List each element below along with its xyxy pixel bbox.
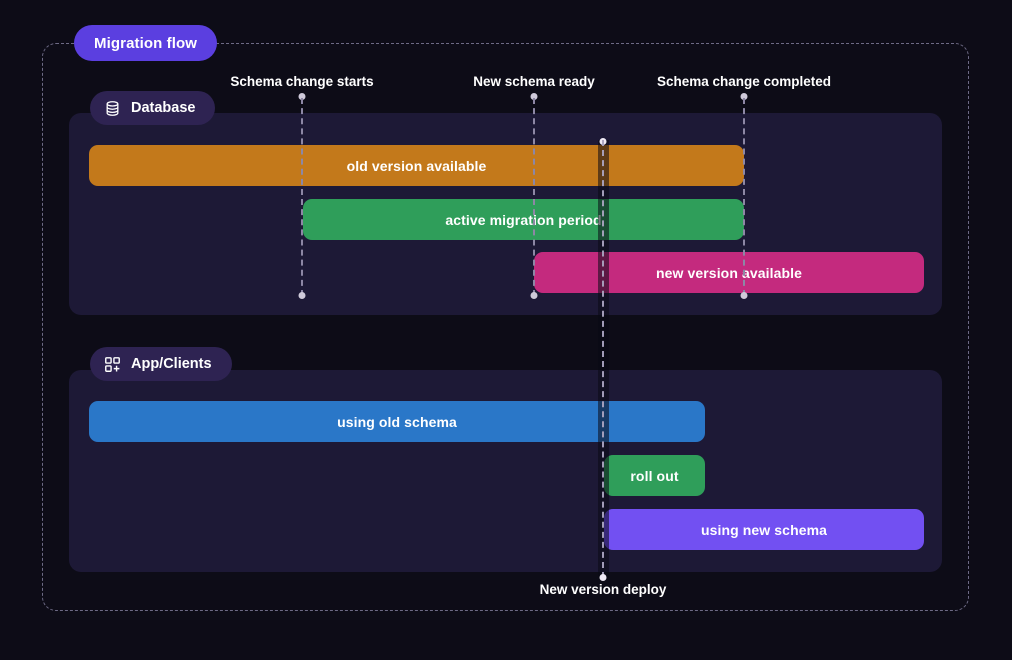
- grid-plus-icon: [104, 356, 121, 373]
- marker-line: [301, 98, 303, 296]
- bar-label-using-old-schema: using old schema: [337, 413, 457, 430]
- bar-roll-out[interactable]: roll out: [604, 455, 705, 496]
- marker-dot-bottom: [530, 292, 538, 299]
- lane-badge-database: Database: [90, 91, 216, 125]
- marker-dot-top: [530, 93, 538, 100]
- marker-label-schema-change-completed: Schema change completed: [656, 74, 832, 89]
- database-icon: [104, 100, 121, 117]
- marker-dot-bottom: [298, 292, 306, 299]
- bar-using-new-schema[interactable]: using new schema: [604, 509, 924, 550]
- marker-dot-bottom: [740, 292, 748, 299]
- marker-dot-bottom: [599, 574, 607, 581]
- lane-badge-label-database: Database: [131, 100, 196, 116]
- bar-new-version-available[interactable]: new version available: [534, 252, 924, 293]
- marker-line: [743, 98, 745, 296]
- bar-label-new-version: new version available: [655, 264, 803, 281]
- marker-label-schema-change-starts: Schema change starts: [230, 74, 374, 89]
- marker-line: [602, 140, 604, 578]
- bar-label-using-new-schema: using new schema: [700, 521, 828, 538]
- marker-line: [533, 98, 535, 296]
- marker-label-new-version-deploy: New version deploy: [539, 582, 667, 597]
- flow-title-badge: Migration flow: [74, 25, 218, 61]
- bar-old-version-available[interactable]: old version available: [89, 145, 744, 186]
- diagram-frame: [42, 43, 969, 611]
- flow-title-label: Migration flow: [94, 34, 198, 52]
- marker-label-new-schema-ready: New schema ready: [473, 74, 595, 89]
- bar-label-old-version: old version available: [346, 157, 487, 174]
- marker-dot-top: [740, 93, 748, 100]
- bar-active-migration-period[interactable]: active migration period: [303, 199, 744, 240]
- lane-badge-label-app-clients: App/Clients: [131, 356, 212, 372]
- bar-label-active-migration: active migration period: [445, 211, 602, 228]
- bar-label-roll-out: roll out: [630, 467, 679, 484]
- lane-badge-app-clients: App/Clients: [90, 347, 232, 381]
- marker-dot-top: [298, 93, 306, 100]
- bar-using-old-schema[interactable]: using old schema: [89, 401, 705, 442]
